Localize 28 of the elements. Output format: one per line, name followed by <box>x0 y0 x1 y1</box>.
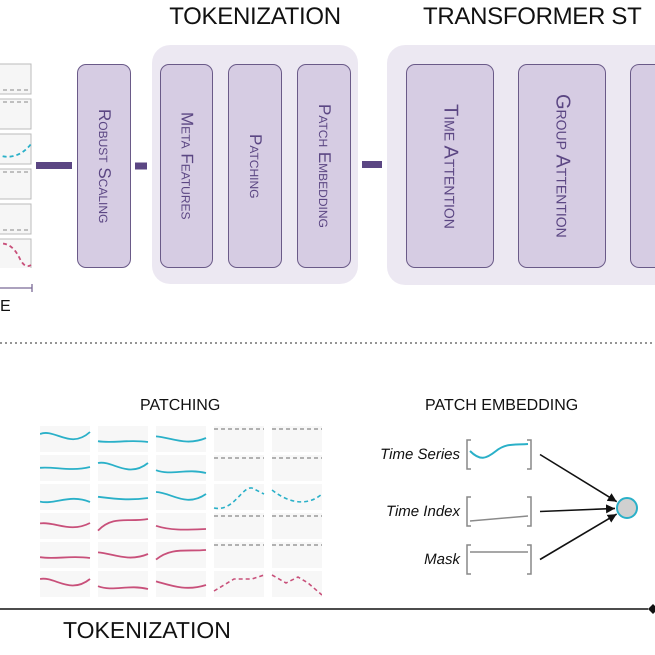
connector-bar <box>135 162 147 170</box>
box-label: Patch Embedding <box>314 104 334 228</box>
process-box <box>406 64 494 268</box>
arrow <box>540 513 618 560</box>
process-box <box>518 64 606 268</box>
input-label: Mask <box>424 551 460 568</box>
input-label: Time Index <box>386 503 460 520</box>
arrow <box>540 454 618 502</box>
connector-bar <box>362 161 382 168</box>
box-label: Patching <box>245 134 265 198</box>
process-box <box>77 64 131 268</box>
process-box <box>160 64 213 268</box>
input-label: Time Series <box>380 446 460 463</box>
process-box <box>297 64 351 268</box>
group-title: TRANSFORMER ST <box>422 3 642 31</box>
box-label: Meta Features <box>176 112 196 220</box>
axis-label: E <box>0 298 11 316</box>
box-label: Robust Scaling <box>94 108 114 224</box>
connector-bar <box>36 162 72 169</box>
section-title: TOKENIZATION <box>63 617 231 644</box>
box-label: Time Attention <box>438 104 462 228</box>
arrow <box>540 504 616 514</box>
section-title: PATCHING <box>140 397 220 415</box>
process-box <box>228 64 282 268</box>
group-title: TOKENIZATION <box>168 3 342 31</box>
token-circle <box>616 497 638 519</box>
box-label: Group Attention <box>550 94 574 238</box>
section-title: PATCH EMBEDDING <box>425 397 578 415</box>
